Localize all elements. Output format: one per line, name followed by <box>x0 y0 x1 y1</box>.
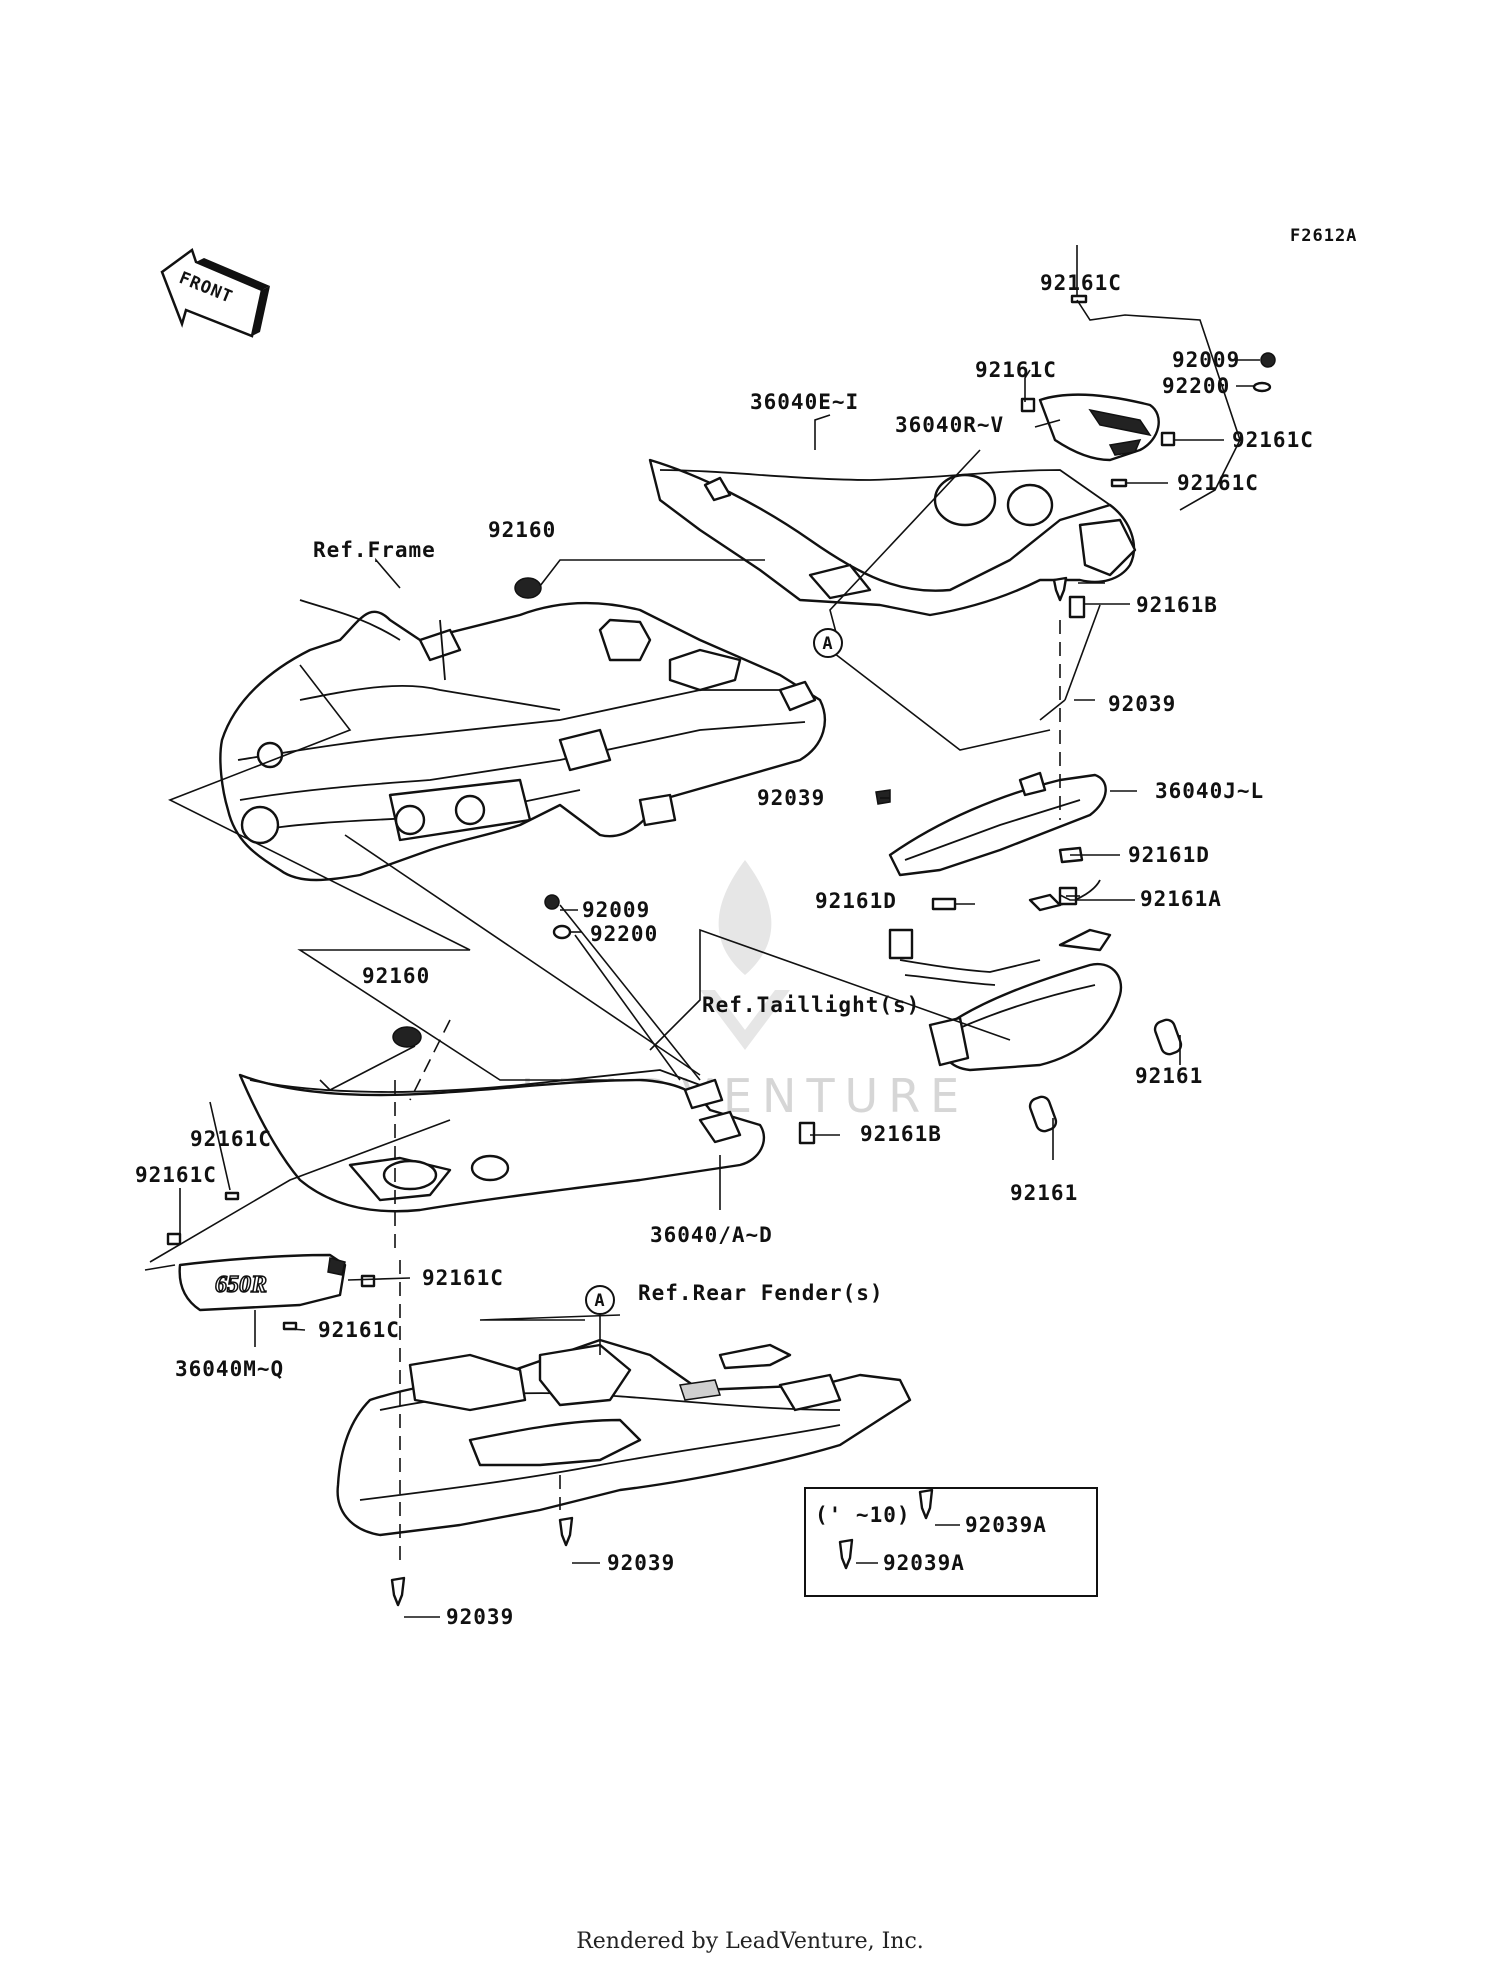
label-92039a-1: 92039A <box>965 1513 1047 1537</box>
taillight-drawing <box>888 879 1123 1072</box>
grommet-icons <box>1028 1018 1183 1133</box>
label-92161c-tl: 92161C <box>975 358 1057 382</box>
label-92161-b: 92161 <box>1010 1181 1078 1205</box>
label-92039-low2: 92039 <box>446 1605 514 1629</box>
label-92161c-l2: 92161C <box>135 1163 217 1187</box>
label-92161c-l4: 92161C <box>318 1318 400 1342</box>
label-92200-top: 92200 <box>1162 374 1230 398</box>
label-ref-taillight: Ref.Taillight(s) <box>702 993 920 1017</box>
dashed-lines <box>394 620 1061 1560</box>
label-92039-right: 92039 <box>1108 692 1176 716</box>
frame-drawing <box>219 599 827 882</box>
marker-a-1-label: A <box>822 634 833 654</box>
label-ref-fender: Ref.Rear Fender(s) <box>638 1281 884 1305</box>
label-92039a-2: 92039A <box>883 1551 965 1575</box>
label-92039-low1: 92039 <box>607 1551 675 1575</box>
leader-lines <box>144 245 1260 1618</box>
label-92161c-r2: 92161C <box>1177 471 1259 495</box>
label-92160-top: 92160 <box>488 518 556 542</box>
marker-a-2: A <box>585 1285 615 1315</box>
label-92161c-l3: 92161C <box>422 1266 504 1290</box>
model-year-box: (' ~10) <box>804 1487 1098 1597</box>
box-note: (' ~10) <box>815 1503 911 1527</box>
seat-cowl-upper-drawing <box>648 458 1137 617</box>
marker-a-2-label: A <box>594 1291 605 1311</box>
label-ref-frame: Ref.Frame <box>313 538 436 562</box>
label-92161a: 92161A <box>1140 887 1222 911</box>
label-92161b-top: 92161B <box>1136 593 1218 617</box>
fastener-icons <box>390 352 1276 1607</box>
tag-icons <box>166 294 1176 1331</box>
label-92039-mid: 92039 <box>757 786 825 810</box>
label-92161c-r1: 92161C <box>1232 428 1314 452</box>
part-labels: 92161C 92161C 92009 92200 36040E~I 36040… <box>135 271 1314 1629</box>
label-92161b-low: 92161B <box>860 1122 942 1146</box>
damper-icons <box>392 577 542 1048</box>
emblem-cover-drawing: 650R <box>178 1253 347 1312</box>
footer-credit: Rendered by LeadVenture, Inc. <box>576 1929 924 1954</box>
label-92200-mid: 92200 <box>590 922 658 946</box>
label-92009-top: 92009 <box>1172 348 1240 372</box>
label-36040e: 36040E~I <box>750 390 859 414</box>
label-36040: 36040/A~D <box>650 1223 773 1247</box>
label-92161d-r: 92161D <box>1128 843 1210 867</box>
label-92161c-top: 92161C <box>1040 271 1122 295</box>
label-92160-mid: 92160 <box>362 964 430 988</box>
label-92161-a: 92161 <box>1135 1064 1203 1088</box>
650r-badge: 650R <box>215 1272 267 1298</box>
diagram-code: F2612A <box>1290 226 1357 246</box>
upper-side-cover-drawing <box>1038 393 1160 462</box>
front-arrow-icon: FRONT <box>160 247 270 338</box>
label-36040r: 36040R~V <box>895 413 1004 437</box>
label-92161d-l: 92161D <box>815 889 897 913</box>
label-92161c-l1: 92161C <box>190 1127 272 1151</box>
label-92009-mid: 92009 <box>582 898 650 922</box>
label-36040j: 36040J~L <box>1155 779 1264 803</box>
marker-a-1: A <box>813 628 843 658</box>
label-36040m: 36040M~Q <box>175 1357 284 1381</box>
rear-fender-drawing <box>336 1338 912 1537</box>
left-lower-cover-drawing <box>238 1069 766 1213</box>
